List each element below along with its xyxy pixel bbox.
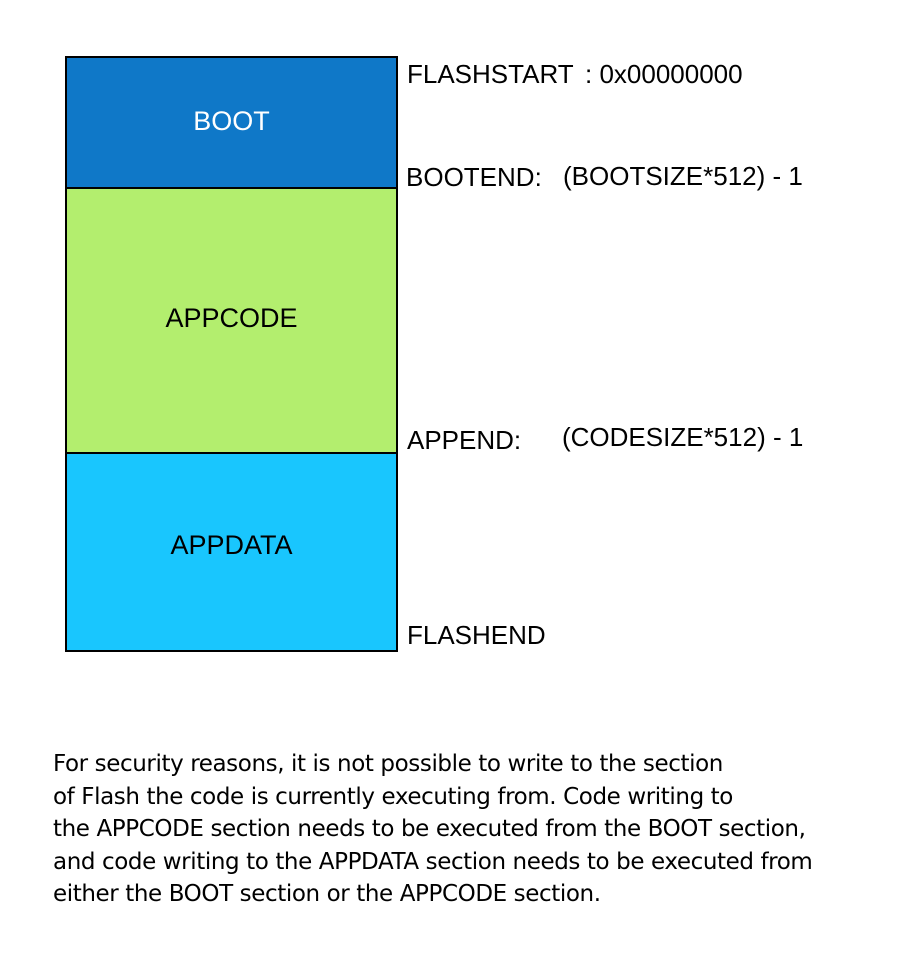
note-line: For security reasons, it is not possible… <box>53 751 723 777</box>
appdata-section-label: APPDATA <box>170 529 293 560</box>
note-line: either the BOOT section or the APPCODE s… <box>53 881 601 907</box>
flashend-label: FLASHEND <box>407 620 546 650</box>
appdata-section: APPDATA <box>67 454 396 650</box>
append-value: (CODESIZE*512) - 1 <box>562 422 804 452</box>
flash-memory-map: BOOT APPCODE APPDATA <box>65 56 398 652</box>
security-note: For security reasons, it is not possible… <box>53 748 913 911</box>
flashstart-value: : 0x00000000 <box>585 59 743 89</box>
appcode-section: APPCODE <box>67 189 396 454</box>
flashstart-label: FLASHSTART <box>407 59 574 89</box>
note-line: of Flash the code is currently executing… <box>53 783 733 810</box>
boot-section-label: BOOT <box>193 106 270 136</box>
append-label: APPEND: <box>407 425 522 455</box>
note-line: the APPCODE section needs to be executed… <box>53 816 806 842</box>
appcode-section-label: APPCODE <box>165 303 298 333</box>
boot-section: BOOT <box>67 58 396 189</box>
note-line: and code writing to the APPDATA section … <box>53 848 813 875</box>
bootend-value: (BOOTSIZE*512) - 1 <box>563 161 803 191</box>
bootend-label: BOOTEND: <box>406 162 542 192</box>
